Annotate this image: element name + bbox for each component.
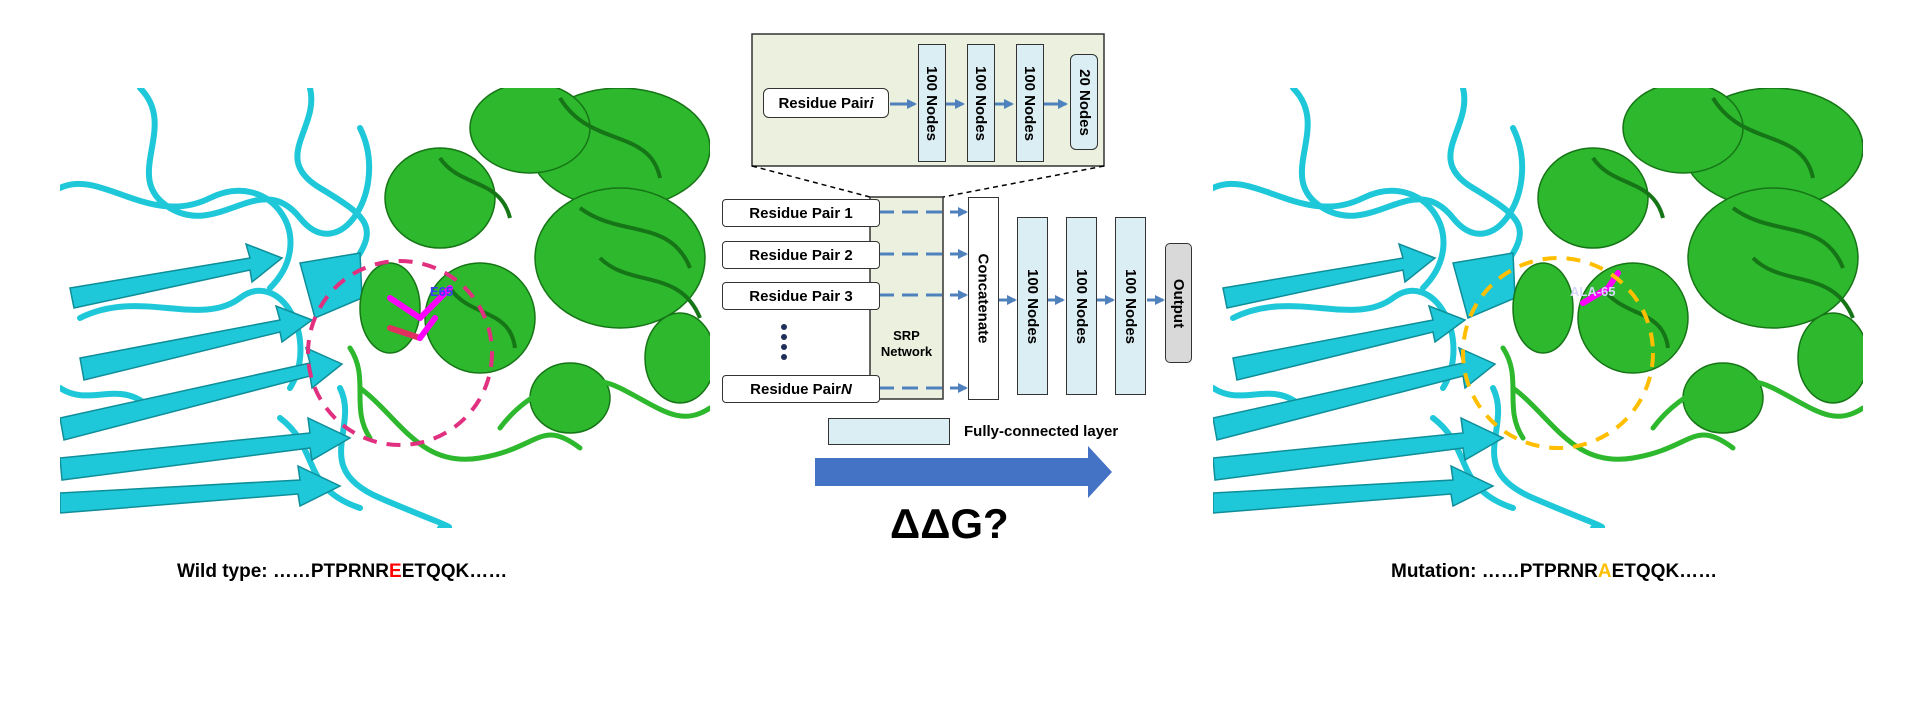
concatenate-block: Concatenate	[968, 197, 999, 400]
big-arrow	[815, 446, 1112, 498]
mutant-structure-image: ALA-65	[1213, 88, 1863, 528]
residue-pair-3-box: Residue Pair 3	[722, 282, 880, 310]
wild-type-sequence-prefix: Wild type: ……PTPRNR	[177, 561, 389, 582]
output-label: Output	[1170, 278, 1187, 328]
inset-input-italic: i	[869, 94, 874, 112]
residue-pair-3-label: Residue Pair 3	[749, 287, 853, 305]
legend-label: Fully-connected layer	[964, 423, 1119, 440]
inset-layer-2-label: 100 Nodes	[972, 65, 990, 141]
inset-layer-2: 100 Nodes	[967, 44, 995, 162]
wild-type-residue-label: E65	[430, 284, 454, 299]
srp-label-line-2: Network	[880, 344, 933, 359]
residue-pair-1-box: Residue Pair 1	[722, 199, 880, 227]
mutant-sequence: Mutation: ……PTPRNRAETQQK……	[1391, 561, 1717, 583]
legend-swatch	[828, 418, 950, 445]
hidden-layer-3: 100 Nodes	[1115, 217, 1146, 395]
mutant-residue-label: ALA-65	[1570, 284, 1616, 299]
residue-pair-2-label: Residue Pair 2	[749, 246, 853, 264]
wild-type-sequence: Wild type: ……PTPRNREETQQK……	[177, 561, 507, 583]
hidden-layer-2-label: 100 Nodes	[1073, 268, 1091, 344]
inset-input-box: Residue Pair i	[763, 88, 889, 118]
residue-pair-1-label: Residue Pair 1	[749, 204, 853, 222]
residue-pair-n-label: Residue Pair	[750, 380, 842, 398]
srp-network-label: SRP Network	[870, 328, 943, 360]
inset-layer-1: 100 Nodes	[918, 44, 946, 162]
mutant-sequence-suffix: ETQQK……	[1611, 561, 1718, 582]
inset-layer-3: 100 Nodes	[1016, 44, 1044, 162]
residue-pair-n-italic: N	[841, 380, 852, 398]
inset-input-label: Residue Pair	[778, 94, 870, 112]
wild-type-highlight-residue: E	[389, 561, 402, 582]
delta-delta-g-label: ΔΔG?	[890, 500, 1009, 547]
inset-layer-4-label: 20 Nodes	[1075, 68, 1093, 136]
srp-label-line-1: SRP	[893, 328, 920, 343]
output-block: Output	[1165, 243, 1192, 363]
wild-type-sequence-suffix: ETQQK……	[401, 561, 508, 582]
ellipsis-dots	[781, 324, 787, 360]
wild-type-site-circle	[306, 259, 494, 447]
mutant-sequence-prefix: Mutation: ……PTPRNR	[1391, 561, 1598, 582]
hidden-layer-2: 100 Nodes	[1066, 217, 1097, 395]
residue-pair-2-box: Residue Pair 2	[722, 241, 880, 269]
concatenate-label: Concatenate	[975, 253, 992, 344]
mutant-highlight-residue: A	[1597, 561, 1612, 582]
inset-layer-4: 20 Nodes	[1070, 54, 1098, 150]
wild-type-structure-image: E65	[60, 88, 710, 528]
inset-layer-1-label: 100 Nodes	[923, 65, 941, 141]
hidden-layer-1: 100 Nodes	[1017, 217, 1048, 395]
srp-network-block	[869, 196, 944, 400]
inset-layer-3-label: 100 Nodes	[1021, 65, 1039, 141]
residue-pair-n-box: Residue Pair N	[722, 375, 880, 403]
hidden-layer-1-label: 100 Nodes	[1024, 268, 1042, 344]
hidden-layer-3-label: 100 Nodes	[1122, 268, 1140, 344]
mutant-site-circle	[1461, 256, 1655, 450]
